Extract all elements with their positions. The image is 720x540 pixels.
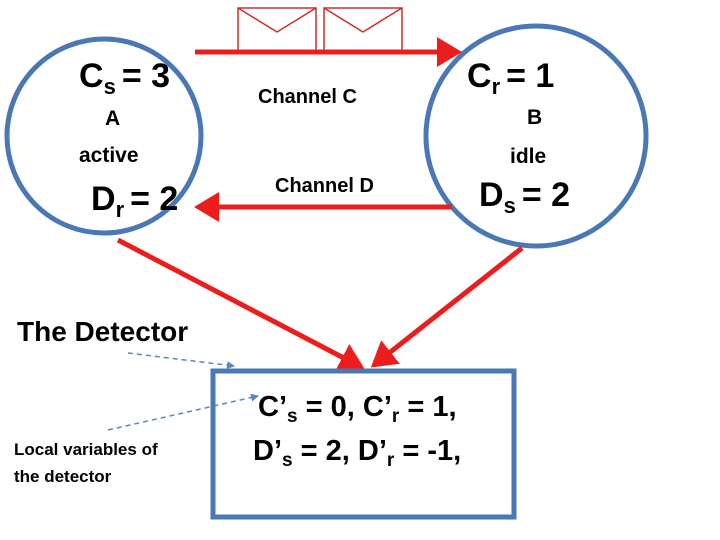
message-envelope <box>323 7 403 53</box>
node-b-recv-counter: Cr= 1 <box>467 57 554 99</box>
node-a-state: active <box>79 144 139 167</box>
channel-c-label: Channel C <box>258 86 357 108</box>
local-variables-pointer <box>107 393 259 431</box>
detector-title-pointer <box>127 352 235 370</box>
local-variables-note-line2: the detector <box>14 467 112 486</box>
detector-variables-line2: D’s = 2, D’r = -1, <box>253 435 461 471</box>
node-a-recv-counter: Dr= 2 <box>91 180 178 222</box>
detector-variables-line1: C’s = 0, C’r = 1, <box>258 391 457 427</box>
node-a-label: A <box>105 107 120 130</box>
node-b-circle <box>423 23 649 249</box>
node-a-circle <box>4 36 204 236</box>
channel-d-label: Channel D <box>275 175 374 197</box>
detector-title: The Detector <box>17 316 188 347</box>
message-envelope <box>237 7 317 53</box>
node-b-to-detector-arrow <box>370 246 524 368</box>
node-b-label: B <box>527 106 542 129</box>
node-a-to-detector-arrow <box>116 237 365 371</box>
local-variables-note-line1: Local variables of <box>14 440 158 459</box>
node-b-state: idle <box>510 145 546 168</box>
node-b-send-counter: Ds= 2 <box>479 176 570 218</box>
detector-box <box>210 368 517 520</box>
node-a-send-counter: Cs= 3 <box>79 57 170 99</box>
